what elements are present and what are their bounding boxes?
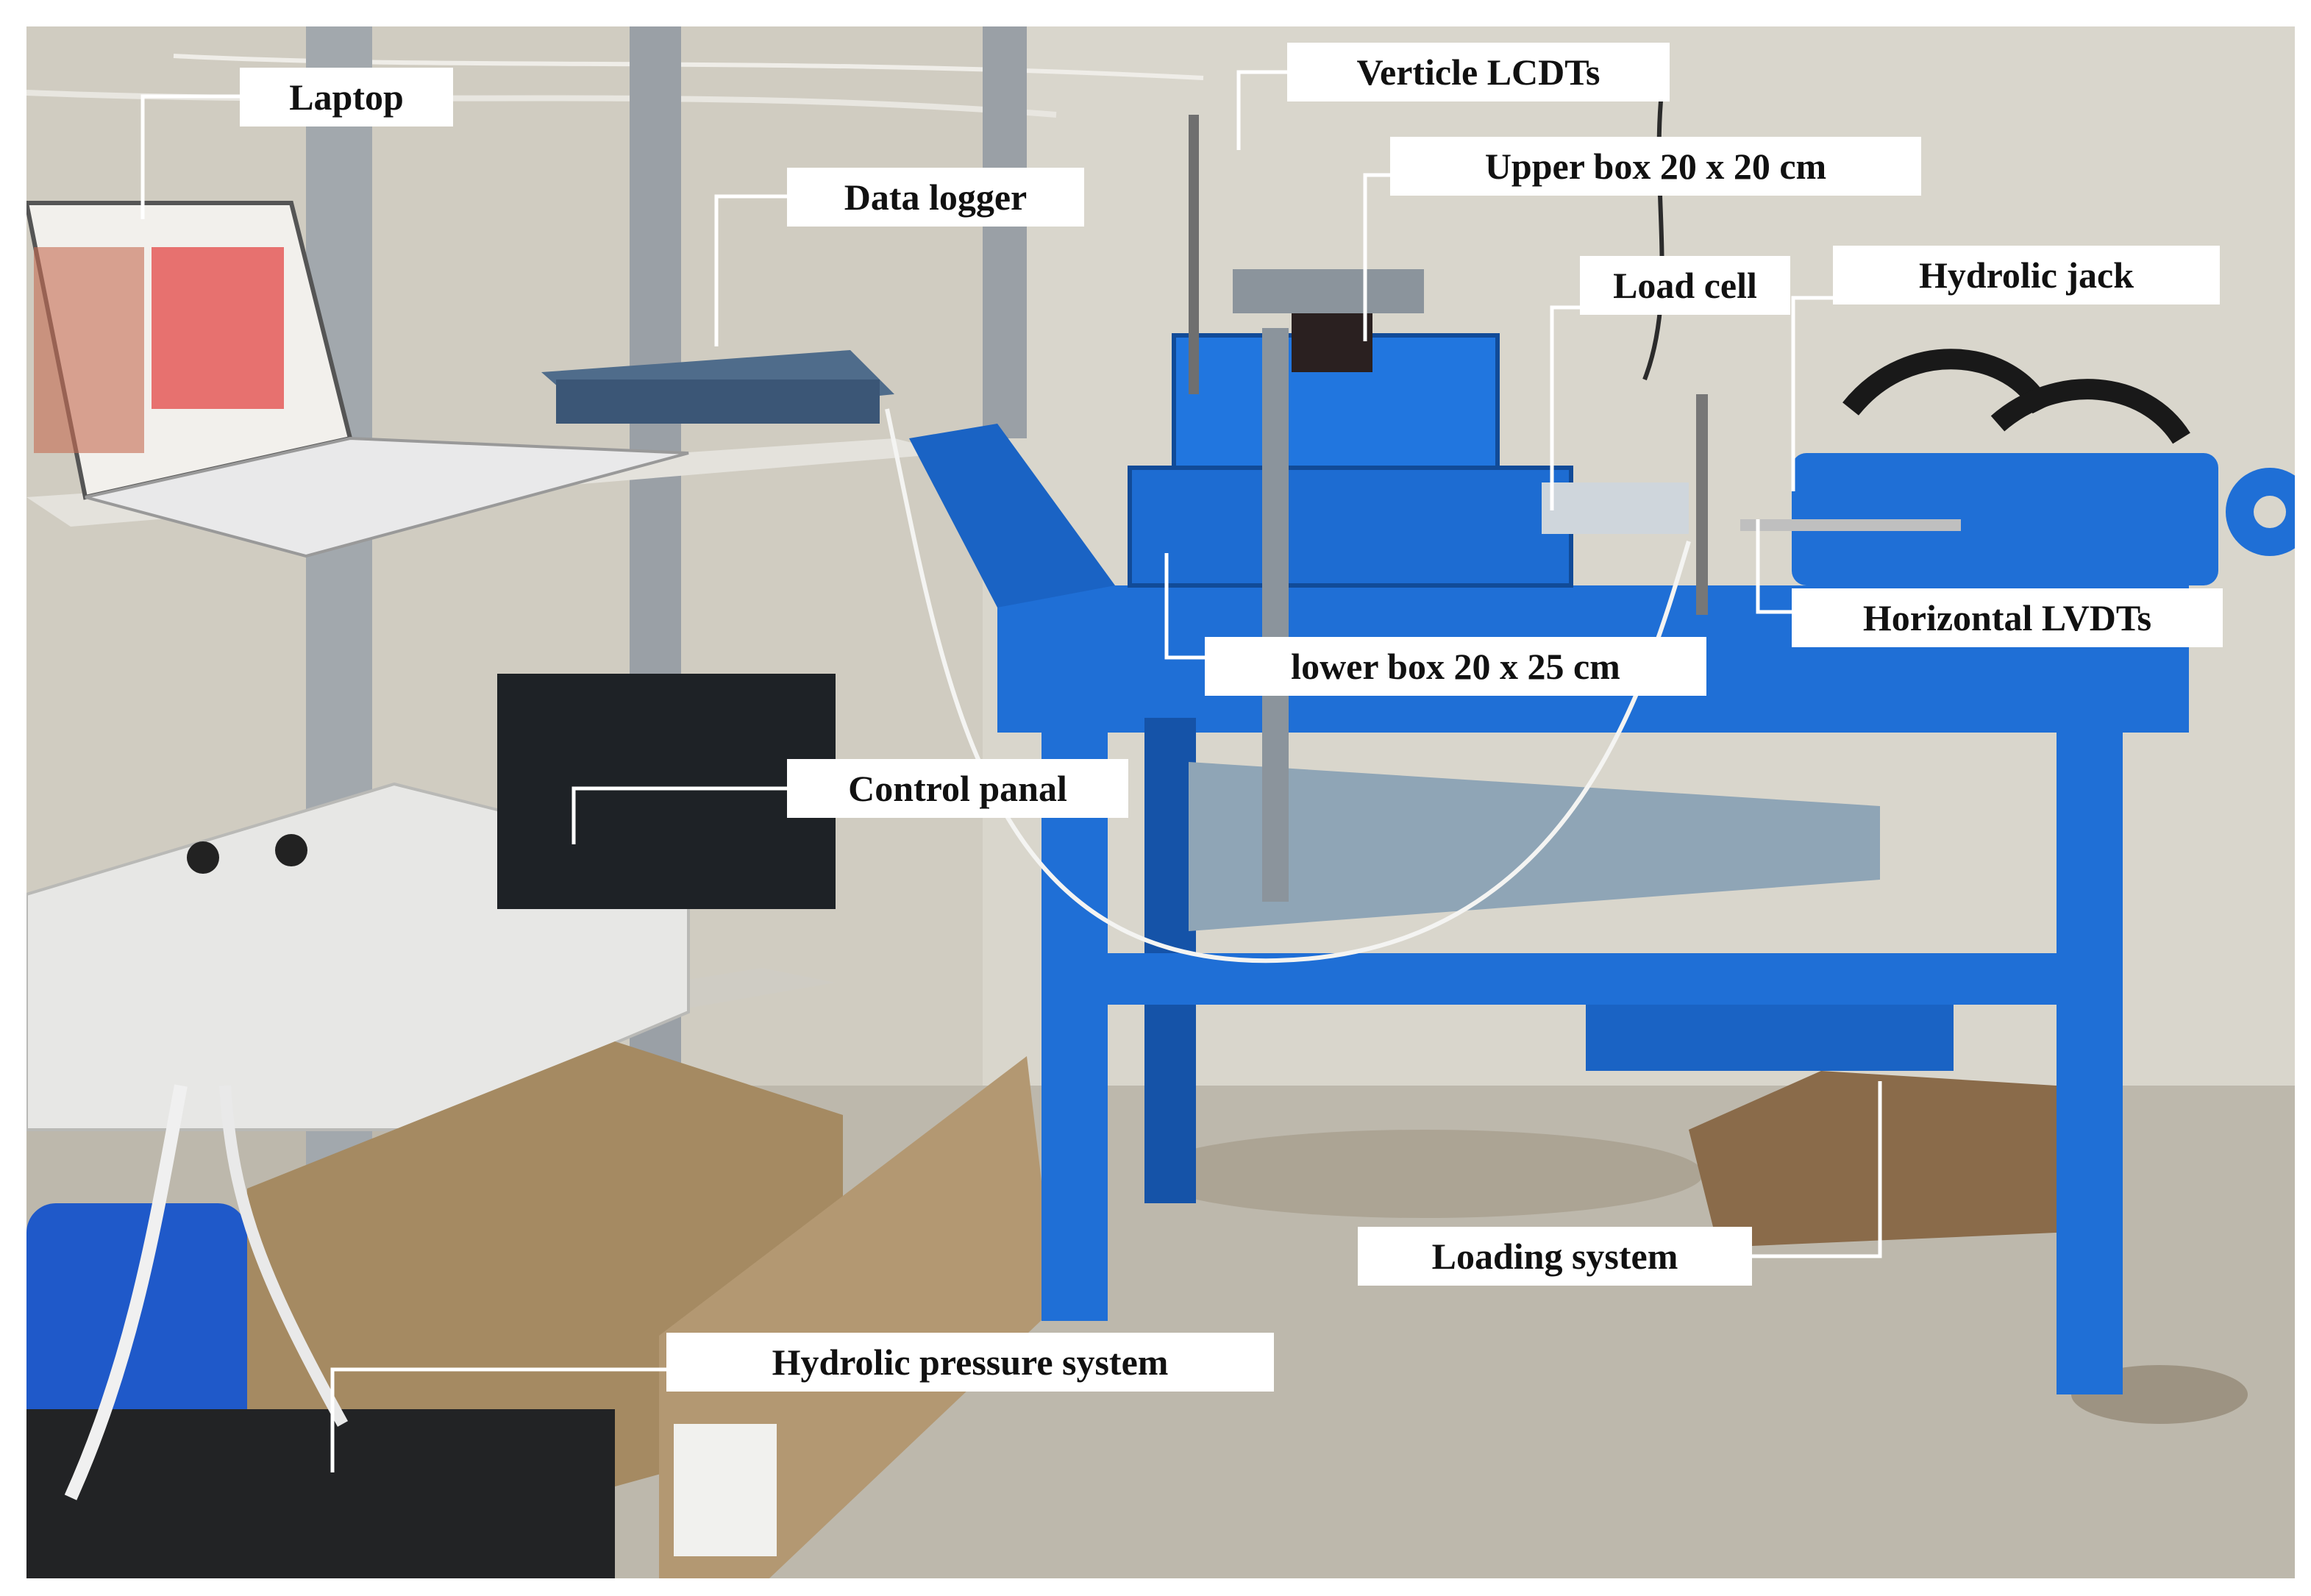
laptop-base bbox=[85, 436, 689, 558]
load-cell bbox=[1542, 482, 1689, 534]
leader-line-hydrolic-pressure-system bbox=[330, 1367, 666, 1472]
laptop-ui-panel bbox=[152, 247, 284, 409]
laptop-ui-panel bbox=[34, 247, 144, 453]
leader-line-horizontal-lvdts bbox=[1756, 519, 1792, 614]
callout-hydrolic-jack: Hydrolic jack bbox=[1833, 246, 2220, 304]
lower-shear-box bbox=[1128, 466, 1573, 588]
signal-cable bbox=[885, 408, 1691, 963]
data-logger-front bbox=[556, 380, 880, 424]
leader-line-hydrolic-jack bbox=[1791, 296, 1833, 491]
pc-tower bbox=[497, 674, 836, 909]
pump-base bbox=[26, 1409, 615, 1578]
machine-leg bbox=[2057, 718, 2123, 1394]
leader-line-loading-system bbox=[1752, 1081, 1882, 1258]
leader-line-laptop bbox=[140, 94, 240, 219]
callout-control-panal: Control panal bbox=[787, 759, 1128, 818]
hydraulic-jack-hose bbox=[1842, 349, 2051, 416]
leader-line-upper-box bbox=[1363, 173, 1390, 341]
vertical-lvdt-stand bbox=[1189, 115, 1199, 394]
wall-cable bbox=[1642, 55, 1669, 381]
machine-leg bbox=[1041, 718, 1108, 1321]
loading-frame-beam bbox=[1233, 269, 1424, 313]
machine-side-arm bbox=[909, 424, 1115, 608]
shelf-post bbox=[983, 26, 1027, 438]
hydraulic-jack-hose bbox=[1990, 379, 2190, 444]
loading-rod bbox=[1262, 328, 1289, 902]
leader-line-lower-box bbox=[1164, 553, 1205, 660]
callout-upper-box: Upper box 20 x 20 cm bbox=[1390, 137, 1921, 196]
callout-hydrolic-pressure-system: Hydrolic pressure system bbox=[666, 1333, 1274, 1392]
callout-laptop: Laptop bbox=[240, 68, 453, 127]
hydraulic-jack-cylinder bbox=[1792, 453, 2218, 585]
hydraulic-hose bbox=[64, 1084, 188, 1500]
callout-loading-system: Loading system bbox=[1358, 1227, 1752, 1286]
leader-line-control-panal bbox=[571, 786, 787, 844]
leader-line-load-cell bbox=[1550, 305, 1580, 510]
loading-lever bbox=[1189, 762, 1880, 931]
lvdt-stand bbox=[1696, 394, 1708, 615]
callout-lower-box: lower box 20 x 25 cm bbox=[1205, 637, 1706, 696]
lvdt-rod bbox=[1740, 519, 1961, 531]
callout-load-cell: Load cell bbox=[1580, 256, 1790, 315]
leader-line-verticle-lcdts bbox=[1236, 70, 1287, 150]
control-knob bbox=[187, 841, 219, 874]
loading-weights bbox=[1689, 1071, 2057, 1247]
leader-line-data-logger bbox=[714, 194, 787, 346]
hydraulic-hose bbox=[219, 1085, 349, 1427]
loading-cap bbox=[1292, 306, 1372, 372]
machine-crossbar bbox=[1586, 1005, 1954, 1071]
callout-data-logger: Data logger bbox=[787, 168, 1084, 227]
hydraulic-jack-hole bbox=[2254, 496, 2286, 528]
leader-lines bbox=[140, 70, 1882, 1472]
floor-stain bbox=[1144, 1130, 1703, 1218]
control-knob bbox=[275, 834, 307, 866]
callout-verticle-lcdts: Verticle LCDTs bbox=[1287, 43, 1670, 101]
callout-horizontal-lvdts: Horizontal LVDTs bbox=[1792, 588, 2223, 647]
label-sticker bbox=[674, 1424, 777, 1556]
